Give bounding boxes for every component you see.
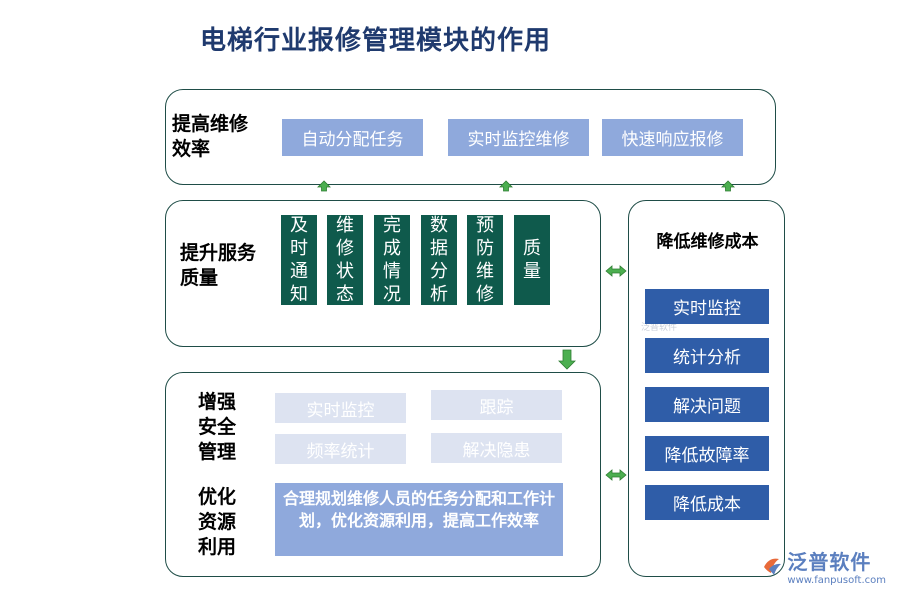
safety-resource-panel: 增强 安全 管理 实时监控 跟踪 频率统计 解决隐患 优化 资源 利用 合理规划… (165, 372, 601, 577)
cost-item: 统计分析 (645, 338, 769, 373)
service-item: 质量 (514, 215, 550, 305)
down-arrow-icon (558, 349, 576, 370)
watermark-text: 泛普软件 (641, 323, 678, 333)
resources-label: 优化 资源 利用 (198, 486, 237, 558)
resources-text: 合理规划维修人员的任务分配和工作计划，优化资源利用，提高工作效率 (275, 483, 563, 556)
safety-item: 实时监控 (275, 393, 406, 423)
service-item: 维修状态 (327, 215, 363, 305)
cost-panel: 降低维修成本 泛普软件 实时监控 统计分析 解决问题 降低故障率 降低成本 (628, 200, 785, 577)
up-arrow-icon (721, 180, 735, 192)
safety-item: 跟踪 (431, 390, 562, 420)
logo-url: www.fanpusoft.com (787, 575, 886, 586)
safety-item: 频率统计 (275, 434, 406, 464)
logo-name: 泛普软件 (787, 550, 872, 574)
cost-item: 降低成本 (645, 485, 769, 520)
cost-item: 降低故障率 (645, 436, 769, 471)
page-title: 电梯行业报修管理模块的作用 (200, 26, 552, 56)
service-label: 提升服务 质量 (180, 242, 257, 289)
efficiency-label: 提高维修 效率 (172, 113, 249, 160)
service-item: 及时通知 (281, 215, 317, 305)
up-arrow-icon (317, 180, 331, 192)
cost-label: 降低维修成本 (656, 232, 759, 252)
brand-logo: 泛普软件 www.fanpusoft.com (761, 546, 886, 586)
service-panel: 提升服务 质量 及时通知 维修状态 完成情况 数据分析 预防维修 质量 (165, 200, 601, 347)
efficiency-panel: 提高维修 效率 自动分配任务 实时监控维修 快速响应报修 (165, 89, 776, 185)
fanpu-logo-icon (764, 558, 782, 575)
efficiency-item: 实时监控维修 (448, 119, 589, 156)
cost-item: 实时监控 (645, 289, 769, 324)
safety-item: 解决隐患 (431, 433, 562, 463)
efficiency-item: 自动分配任务 (282, 119, 423, 156)
service-item: 完成情况 (374, 215, 410, 305)
double-arrow-icon (605, 265, 627, 277)
safety-label: 增强 安全 管理 (198, 391, 237, 463)
double-arrow-icon (605, 469, 627, 481)
cost-item: 解决问题 (645, 387, 769, 422)
service-item: 预防维修 (467, 215, 503, 305)
efficiency-item: 快速响应报修 (602, 119, 743, 156)
up-arrow-icon (499, 180, 513, 192)
service-item: 数据分析 (421, 215, 457, 305)
